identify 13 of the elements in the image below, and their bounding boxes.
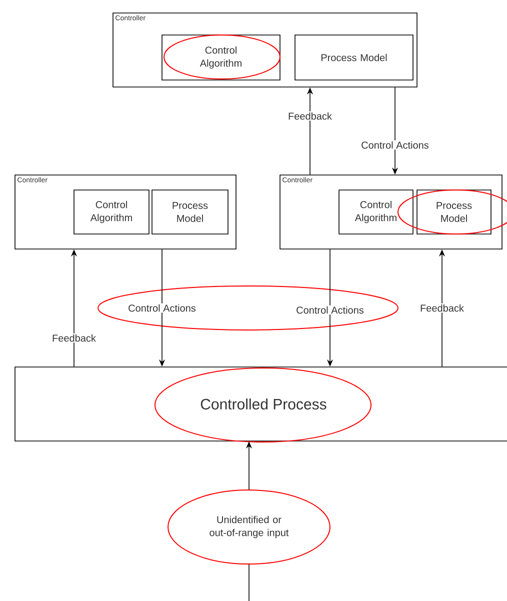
edge-label: Feedback xyxy=(51,333,97,343)
component-box: Control Algorithm xyxy=(74,190,150,234)
component-box: Process Model xyxy=(416,190,492,234)
component-box: Process Model xyxy=(294,34,414,80)
component-box: Control Algorithm xyxy=(162,34,280,80)
edge-label: Control Actions xyxy=(127,303,197,313)
edge-label: Control Actions xyxy=(295,305,365,315)
component-box: Control Algorithm xyxy=(338,190,414,234)
edge-label: Feedback xyxy=(419,303,465,313)
edge-label: Feedback xyxy=(287,111,333,121)
edge-label: Control Actions xyxy=(360,140,430,150)
process-box: Controlled Process xyxy=(14,366,507,442)
component-box: Process Model xyxy=(152,190,228,234)
